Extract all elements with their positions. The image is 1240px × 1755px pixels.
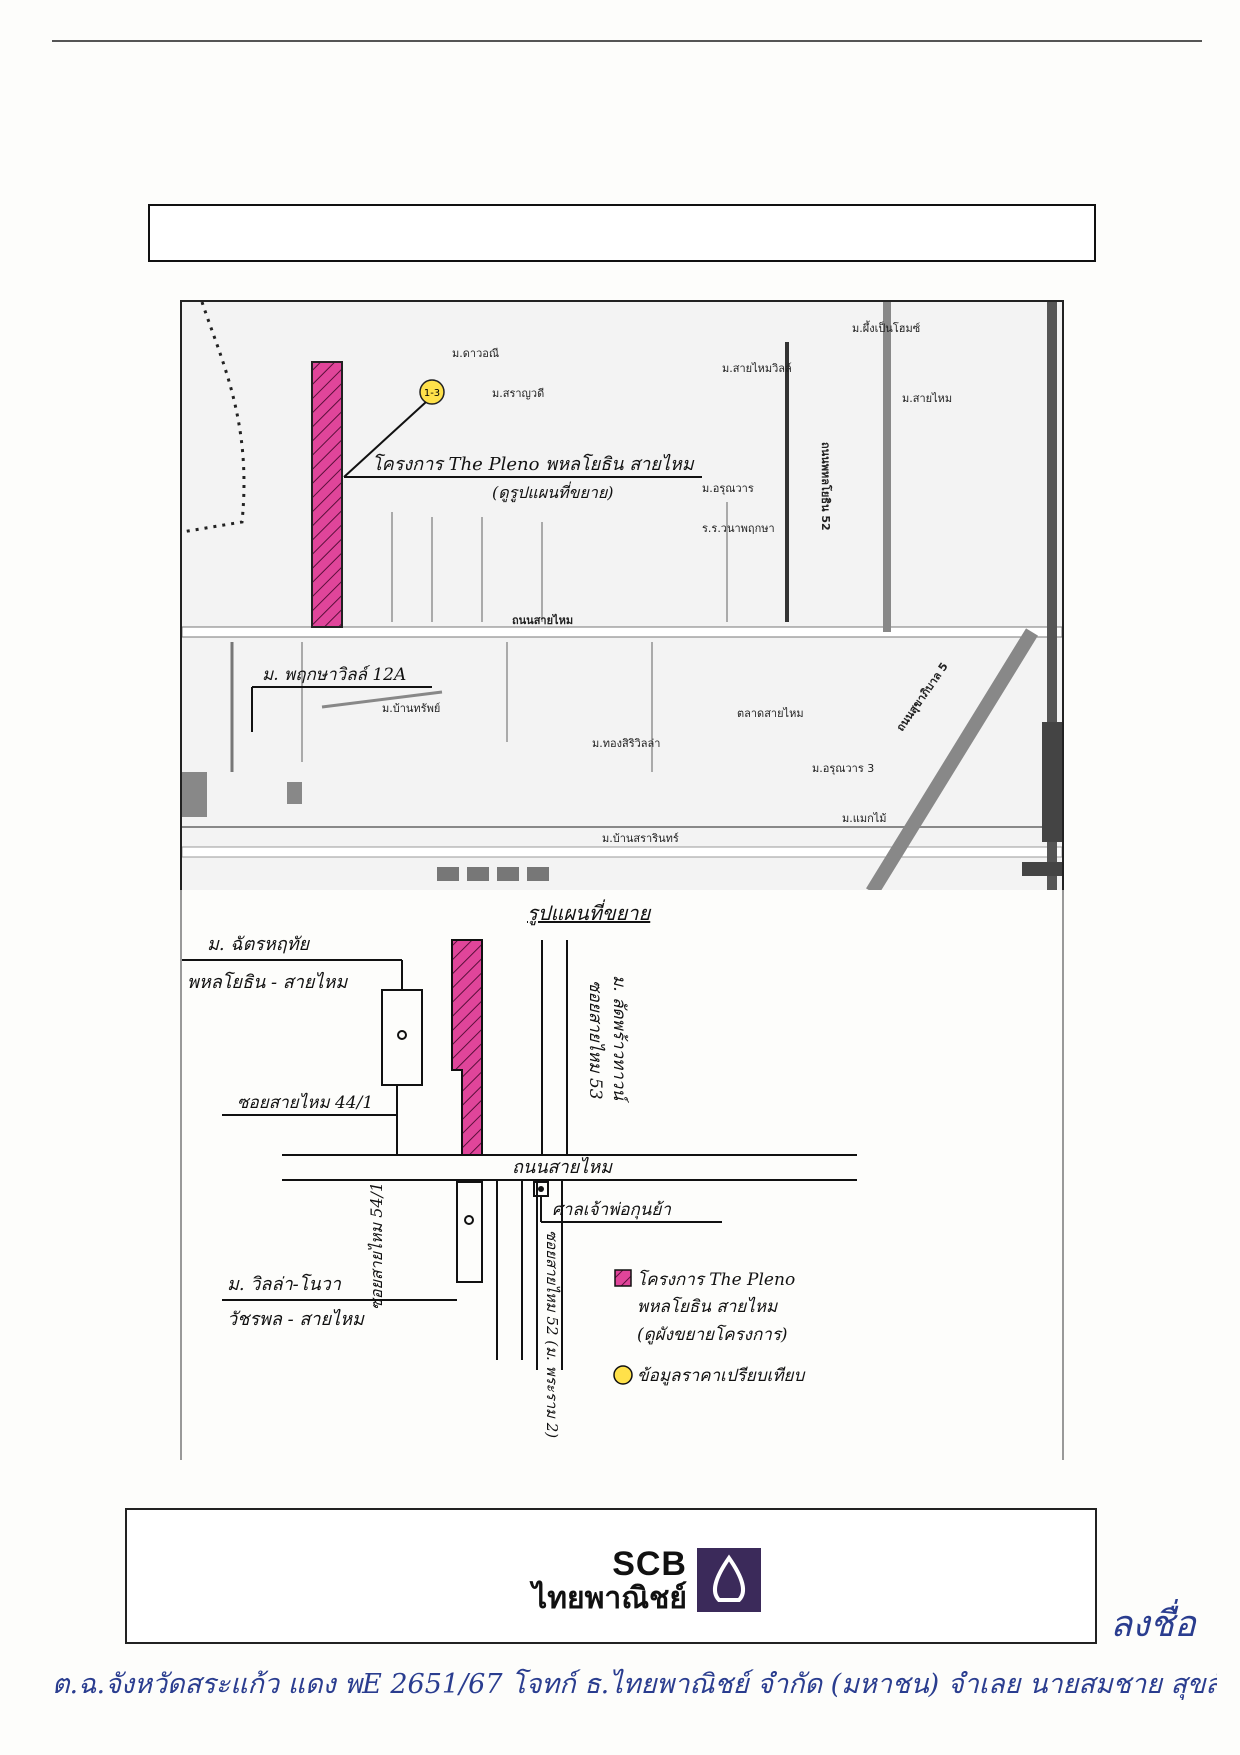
location-map: 1-3 โครงการ The Pleno พหลโยธิน สายไหม (ด… — [180, 300, 1064, 894]
map-place: ม.สราญวดี — [492, 387, 544, 400]
sketch-bottom-village-2: วัชรพล - สายไหม — [227, 1308, 365, 1330]
legend-project-1: โครงการ The Pleno — [637, 1269, 795, 1290]
sketch-bottom-village-1: ม. วิลล่า-โนวา — [227, 1273, 342, 1295]
map-place: ม.ทองสิริวิลล่า — [592, 737, 660, 750]
sketch-top-village-2: พหลโยธิน - สายไหม — [187, 971, 348, 993]
legend-compare-swatch — [613, 1365, 633, 1385]
sketch-bottom-soi: ซอยสายไหม 54/1 — [367, 1182, 386, 1310]
legend-project-2: พหลโยธิน สายไหม — [637, 1296, 778, 1317]
map-place: ม.สายไหมวิลล์ — [722, 362, 792, 375]
logo-line-2: ไทยพาณิชย์ — [532, 1582, 687, 1615]
map-place: ม.อรุณวาร 3 — [812, 762, 874, 775]
map-place: ม.ดาวอณี — [452, 347, 499, 360]
signature: ลงชื่อ — [1110, 1604, 1196, 1645]
sketch-shrine: ศาลเจ้าพ่อกุนย้า — [552, 1200, 671, 1220]
legend-compare: ข้อมูลราคาเปรียบเทียบ — [637, 1366, 806, 1386]
logo-line-1: SCB — [612, 1545, 687, 1583]
map-place: ม.แมกไม้ — [842, 812, 887, 825]
map-road-main: ถนนสายไหม — [512, 613, 573, 627]
sketch-top-village-1: ม. ฉัตรหฤทัย — [207, 934, 311, 955]
map-place: ตลาดสายไหม — [737, 707, 804, 720]
scb-logo-text: SCB ไทยพาณิชย์ — [477, 1546, 687, 1616]
map-callout-sub: (ดูรูปแผนที่ขยาย) — [492, 481, 613, 503]
map-place: ม.ผึ้งเป็นโฮมซ์ — [852, 320, 921, 335]
map-road-right: ถนนพหลโยธิน 52 — [819, 442, 833, 531]
sketch-right-soi-1: ซอยสายไหม 53 — [585, 980, 606, 1100]
scb-logo-icon — [697, 1548, 761, 1612]
comparable-marker: 1-3 — [424, 388, 440, 399]
map-place: ม.สายไหม — [902, 392, 952, 405]
top-rule — [52, 40, 1202, 42]
map-place: ม.บ้านทรัพย์ — [382, 702, 440, 715]
footer-frame: SCB ไทยพาณิชย์ — [125, 1508, 1097, 1644]
handwritten-note: ต.ฉ.จังหวัดสระแก้ว แดง พE 2651/67 โจทก์ … — [52, 1669, 1217, 1700]
map-road-diag: ถนนสุขาภิบาล 5 — [894, 660, 952, 734]
sketch-right-soi-2: ม. ลัดพร้าวทาวน์ — [609, 975, 629, 1104]
map-place: ร.ร.วนาพฤกษา — [702, 522, 775, 535]
map-place: ม.อรุณวาร — [702, 482, 754, 495]
legend-project-swatch — [614, 1269, 632, 1287]
sketch-left-soi: ซอยสายไหม 44/1 — [237, 1092, 373, 1113]
map-place: ม.บ้านสรารินทร์ — [602, 832, 679, 845]
sketch-main-road: ถนนสายไหม — [512, 1156, 613, 1178]
sketch-map: รูปแผนที่ขยาย ถนนสายไหม ซอยสายไหม 53 ม. … — [180, 890, 1064, 1460]
map-callout-title: โครงการ The Pleno พหลโยธิน สายไหม — [372, 453, 695, 475]
sketch-title: รูปแผนที่ขยาย — [527, 899, 652, 926]
legend-project-3: (ดูผังขยายโครงการ) — [637, 1324, 788, 1345]
map-lower-soi: ม. พฤกษาวิลล์ 12A — [262, 665, 406, 685]
sketch-bottom-right-soi: ซอยสายไหม 52 (ม. พระราม 2) — [543, 1230, 561, 1438]
header-frame — [148, 204, 1096, 262]
